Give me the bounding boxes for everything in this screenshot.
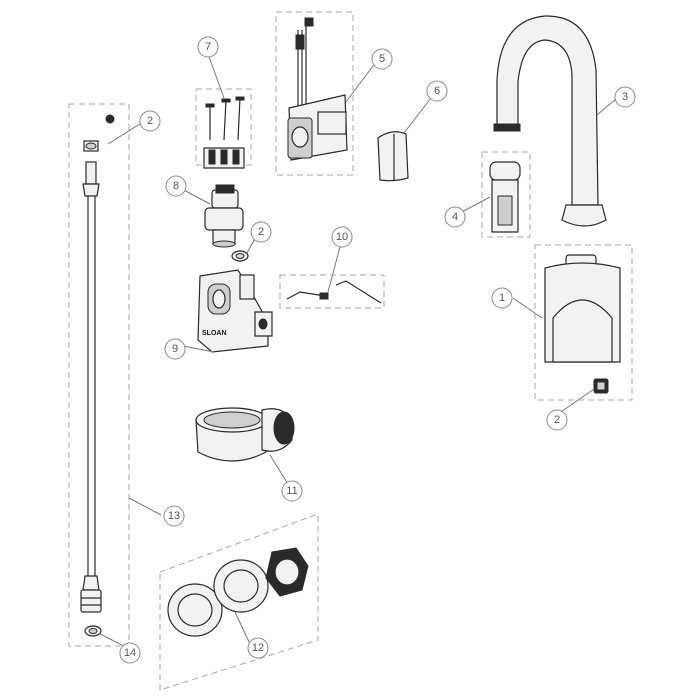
callout-2b-label: 2: [258, 226, 264, 238]
callout-13-label: 13: [168, 510, 180, 522]
callout-8: 8: [165, 175, 187, 197]
callout-12: 12: [247, 637, 269, 659]
callout-1-label: 1: [499, 292, 505, 304]
callout-9-label: 9: [172, 343, 178, 355]
callout-2-center-washer: 2: [250, 221, 272, 243]
leader-lines: [99, 53, 618, 649]
callout-6-label: 6: [434, 85, 440, 97]
callout-13: 13: [163, 505, 185, 527]
spout-adapter: [489, 161, 521, 233]
center-washer: [231, 250, 249, 262]
screw-bracket: [203, 147, 245, 169]
callout-5-label: 5: [379, 53, 385, 65]
callout-5: 5: [371, 48, 393, 70]
callout-4-label: 4: [452, 211, 458, 223]
callout-2-hose-washer: 2: [139, 110, 161, 132]
callout-10: 10: [331, 226, 353, 248]
callout-9: 9: [164, 338, 186, 360]
supply-hose: [80, 140, 102, 613]
callout-8-label: 8: [173, 180, 179, 192]
top-set-screw: [105, 114, 115, 124]
callout-1: 1: [491, 287, 513, 309]
callout-3-label: 3: [622, 91, 628, 103]
solenoid-assembly: [287, 17, 348, 161]
tools-group-box: [279, 274, 385, 309]
mounting-screws: [205, 96, 245, 141]
hex-key-tools: [286, 280, 382, 304]
callout-10-label: 10: [336, 231, 348, 243]
spout-cover: [544, 254, 621, 363]
callout-2a-label: 2: [147, 115, 153, 127]
callout-4: 4: [444, 206, 466, 228]
callout-14: 14: [119, 642, 141, 664]
callout-7: 7: [197, 36, 219, 58]
cartridge: [204, 184, 244, 248]
callout-14-label: 14: [124, 647, 136, 659]
callout-11: 11: [281, 480, 303, 502]
mounting-hardware-box: [159, 513, 319, 691]
callout-3: 3: [614, 86, 636, 108]
callout-6: 6: [426, 80, 448, 102]
callout-11-label: 11: [286, 485, 297, 497]
hose-washer: [84, 625, 102, 637]
callout-2-cover-screw: 2: [546, 409, 568, 431]
callout-12-label: 12: [252, 642, 264, 654]
callout-7-label: 7: [205, 41, 211, 53]
adapter-group-box: [481, 151, 531, 238]
cover-group-box: [534, 244, 633, 401]
hose-group-box: [68, 103, 130, 647]
valve-body: SLOAN: [197, 269, 273, 353]
cover-set-screw: [593, 378, 609, 394]
mounting-rings: [167, 547, 309, 637]
lower-housing: [195, 407, 295, 462]
screws-group-box: [195, 88, 252, 166]
valve-body-marking: SLOAN: [202, 330, 227, 337]
spout: [493, 15, 607, 227]
end-cap: [377, 131, 409, 182]
callout-2c-label: 2: [554, 414, 560, 426]
